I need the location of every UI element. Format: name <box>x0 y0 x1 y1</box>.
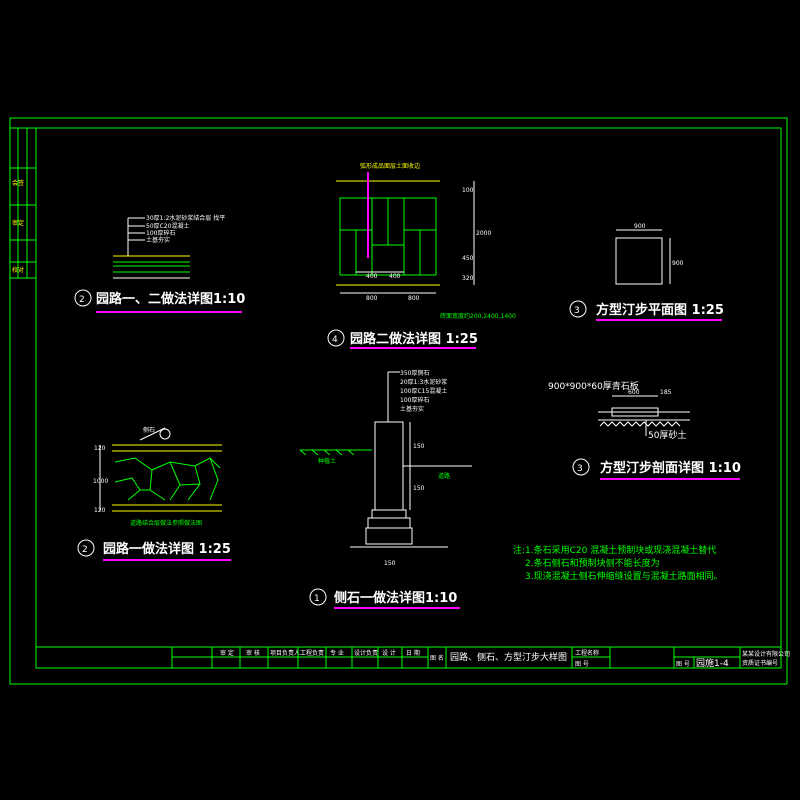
dim-label: 150 <box>413 443 425 450</box>
note-line: 注:1.条石采用C20 混凝土预制块或现浇混凝土替代 <box>513 544 716 556</box>
tb-cell: 图 名 <box>430 654 444 662</box>
detail-title: 园路二做法详图 1:25 <box>350 331 478 347</box>
tb-cell: 工程名称 <box>575 649 599 657</box>
layer-label: 100厚C15混凝土 <box>400 387 447 395</box>
dim-label: 600 <box>628 389 640 396</box>
dim-label: 900 <box>634 223 646 230</box>
tb-cell: 项目负责人 <box>270 649 300 657</box>
dim-label: 120 <box>94 445 106 452</box>
road-note: 道路结合层做法参照做法图 <box>130 519 202 527</box>
inner-frame <box>35 127 782 669</box>
tb-cell: 专 业 <box>330 649 344 657</box>
stamp-text-2: 审定 <box>12 219 24 227</box>
stone-label: 900*900*60厚青石板 <box>548 380 639 392</box>
detail-stepping-stone-plan: 900 900 3 方型汀步平面图 1:25 <box>569 223 724 321</box>
tb-cell: 设计负责 <box>354 649 378 657</box>
sheet-no-label: 图 号 <box>676 661 690 668</box>
company-cert: 资质证书编号 <box>742 659 778 667</box>
detail-number: 3 <box>577 464 583 474</box>
detail-road-plan: 弧形成品面层土面收边 100 2000 450 320 400 400 800 … <box>327 162 516 349</box>
tb-cell: 图 号 <box>575 661 589 668</box>
detail-title: 方型汀步剖面详图 1:10 <box>600 460 741 476</box>
dim-label: 900 <box>672 260 684 267</box>
drawing-name: 园路、侧石、方型汀步大样图 <box>450 651 567 663</box>
detail-number-circle <box>74 289 92 307</box>
stamp-text-1: 会签 <box>12 179 24 187</box>
layer-label: 350厚侧石 <box>400 369 429 377</box>
detail-title: 方型汀步平面图 1:25 <box>596 302 724 318</box>
side-stamp: 会签 审定 校对 <box>9 127 37 279</box>
detail-title: 园路一、二做法详图1:10 <box>96 291 245 307</box>
plan-top-note: 弧形成品面层土面收边 <box>360 162 420 170</box>
dim-label: 800 <box>366 295 378 302</box>
tb-cell: 审 核 <box>246 649 260 657</box>
layer-label: 100厚碎石 <box>146 229 175 237</box>
detail-road-one-plan: 120 1000 120 侧石 道路结合层做法参照做法图 2 园路一做法详图 1… <box>77 426 231 561</box>
detail-number: 1 <box>314 594 320 604</box>
layer-label: 50厚C20混凝土 <box>146 222 189 230</box>
stamp-text-3: 校对 <box>12 266 24 274</box>
note-line: 2.条石侧石和预制块侧不能长度为 <box>525 557 660 569</box>
dim-label: 100 <box>462 187 474 194</box>
road-label: 道路 <box>438 472 450 480</box>
detail-number: 3 <box>574 306 580 316</box>
detail-number: 2 <box>82 545 88 555</box>
dim-label: 400 <box>366 273 378 280</box>
plan-bottom-note: 砖面宽度约200,2400,1400 <box>440 312 516 320</box>
tb-cell: 日 期 <box>406 649 420 657</box>
detail-road-layers: 30厚1:2水泥砂浆结合层 找平 50厚C20混凝土 100厚碎石 土基夯实 2… <box>74 214 245 313</box>
detail-title: 园路一做法详图 1:25 <box>103 541 231 557</box>
layer-label: 土基夯实 <box>146 236 170 244</box>
dim-label: 450 <box>462 255 474 262</box>
detail-stepping-stone-section: 900*900*60厚青石板 600 185 50厚砂土 3 方型汀步剖面详图 … <box>548 380 741 480</box>
layer-label: 土基夯实 <box>400 405 424 413</box>
layer-label: 100厚碎石 <box>400 396 429 404</box>
title-block: 审 定 审 核 项目负责人 工程负责 专 业 设计负责 设 计 日 期 图 名 … <box>36 646 790 669</box>
dim-label: 150 <box>384 560 396 567</box>
layer-label: 20厚1:3水泥砂浆 <box>400 378 447 386</box>
tb-cell: 设 计 <box>382 649 396 657</box>
note-line: 3.现浇混凝土侧石伸缩缝设置与混凝土路面相同。 <box>525 570 723 582</box>
dim-label: 400 <box>389 273 401 280</box>
dim-label: 2000 <box>476 230 491 237</box>
sand-label: 50厚砂土 <box>648 429 686 441</box>
planting-soil-label: 种植土 <box>318 457 336 465</box>
dim-label: 150 <box>413 485 425 492</box>
dim-label: 120 <box>94 507 106 514</box>
tb-cell: 工程负责 <box>300 649 324 657</box>
tb-cell: 审 定 <box>220 649 234 657</box>
detail-title: 侧石一做法详图1:10 <box>334 590 457 606</box>
detail-number: 2 <box>79 295 85 305</box>
detail-number: 4 <box>332 335 338 345</box>
dim-label: 1000 <box>93 478 108 485</box>
layer-label: 30厚1:2水泥砂浆结合层 找平 <box>146 214 225 222</box>
dim-label: 320 <box>462 275 474 282</box>
detail-curb-section: 350厚侧石 20厚1:3水泥砂浆 100厚C15混凝土 100厚碎石 土基夯实… <box>299 369 472 609</box>
company: 某某设计有限公司 <box>742 650 790 658</box>
dim-label: 800 <box>408 295 420 302</box>
dim-label: 185 <box>660 389 672 396</box>
notes: 注:1.条石采用C20 混凝土预制块或现浇混凝土替代 2.条石侧石和预制块侧不能… <box>513 544 723 582</box>
label-curb: 侧石 <box>143 426 155 434</box>
sheet-no: 园施1-4 <box>696 657 729 669</box>
outer-frame <box>9 117 788 685</box>
